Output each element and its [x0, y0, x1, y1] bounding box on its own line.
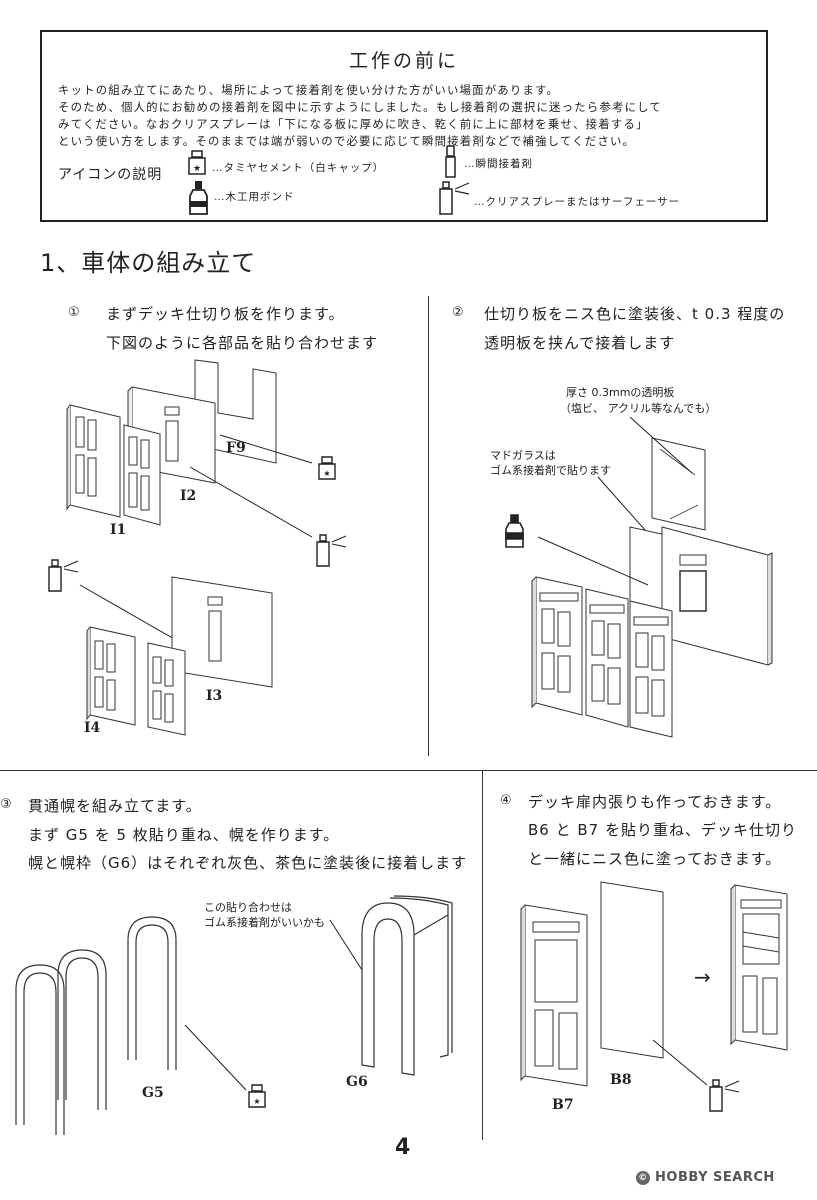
intro-box: 工作の前に キットの組み立てにあたり、場所によって接着剤を使い分けた方がいい場面…: [40, 30, 768, 222]
icon-legend-label: アイコンの説明: [58, 167, 163, 183]
intro-line-1: キットの組み立てにあたり、場所によって接着剤を使い分けた方がいい場面があります。: [58, 83, 560, 97]
spray-can-icon: [438, 180, 472, 216]
label-f9: F9: [226, 440, 246, 456]
step2-note1b: （塩ビ、 アクリル等なんでも）: [560, 402, 717, 415]
label-i2: I2: [180, 488, 197, 504]
label-g6: G6: [346, 1074, 368, 1090]
step3-line1: 貫通幌を組み立てます。: [28, 797, 202, 815]
legend-cement: …タミヤセメント（白キャップ）: [212, 162, 385, 174]
label-i3: I3: [206, 688, 223, 704]
step1-diagram: ★: [40, 355, 430, 755]
step2-line2: 透明板を挟んで接着します: [484, 334, 676, 352]
step3-line3: 幌と幌枠（G6）はそれぞれ灰色、茶色に塗装後に接着します: [28, 854, 468, 872]
intro-title: 工作の前に: [348, 50, 459, 72]
step4-line3: と一緒にニス色に塗っておきます。: [528, 850, 782, 868]
step2-diagram: [500, 415, 800, 760]
step4-number: ④: [500, 793, 512, 808]
divider-vertical-bottom: [482, 770, 483, 1140]
step3-number: ③: [0, 797, 12, 812]
step2-note2a: マドガラスは: [490, 449, 556, 462]
svg-text:★: ★: [323, 469, 330, 478]
step3-line2: まず G5 を 5 枚貼り重ね、幌を作ります。: [28, 826, 340, 844]
label-g5: G5: [142, 1085, 164, 1101]
glue-tube-icon: [444, 145, 458, 179]
step4-arrow: →: [694, 965, 711, 989]
svg-text:★: ★: [193, 164, 201, 174]
step2-line1: 仕切り板をニス色に塗装後、t 0.3 程度の: [484, 305, 786, 323]
section-title: 1、車体の組み立て: [40, 249, 257, 277]
step4-diagram: [515, 880, 805, 1120]
intro-line-3: みてください。なおクリアスプレーは「下になる板に厚めに吹き、乾く前に上に部材を乗…: [58, 117, 649, 131]
step1-line2: 下図のように各部品を貼り合わせます: [106, 334, 379, 352]
legend-bond: …木工用ボンド: [214, 191, 295, 203]
label-i4: I4: [84, 720, 101, 736]
step2-note1a: 厚さ 0.3mmの透明板: [566, 386, 675, 399]
divider-horizontal: [0, 770, 817, 771]
cement-bottle-icon: ★: [188, 150, 208, 176]
svg-text:★: ★: [253, 1097, 260, 1106]
step3-note1: この貼り合わせは: [204, 901, 292, 914]
step1-line1: まずデッキ仕切り板を作ります。: [106, 305, 345, 323]
label-b7: B7: [552, 1097, 574, 1113]
intro-line-2: そのため、個人的にお勧めの接着剤を図中に示すようにしました。もし接着剤の選択に迷…: [58, 100, 663, 114]
step4-line2: B6 と B7 を貼り重ね、デッキ仕切り: [528, 821, 797, 839]
step3-note2: ゴム系接着剤がいいかも: [204, 916, 325, 929]
step2-number: ②: [452, 305, 464, 320]
watermark-text: HOBBY SEARCH: [655, 1170, 775, 1185]
divider-vertical-top: [428, 296, 429, 756]
wood-bond-icon: [188, 181, 210, 216]
label-i1: I1: [110, 522, 127, 538]
legend-glue: …瞬間接着剤: [464, 158, 533, 170]
step1-number: ①: [68, 305, 80, 320]
step3-diagram: ★: [10, 895, 480, 1135]
page-number: 4: [395, 1135, 411, 1160]
step4-line1: デッキ扉内張りも作っておきます。: [528, 793, 782, 811]
label-b8: B8: [610, 1072, 632, 1088]
intro-line-4: という使い方をします。そのままでは端が弱いので必要に応じて瞬間接着剤などで補強し…: [58, 134, 636, 148]
step2-note2b: ゴム系接着剤で貼ります: [490, 464, 611, 477]
watermark-logo-icon: ©: [636, 1170, 650, 1185]
legend-spray: …クリアスプレーまたはサーフェーサー: [474, 196, 681, 208]
watermark: © HOBBY SEARCH: [636, 1170, 775, 1185]
